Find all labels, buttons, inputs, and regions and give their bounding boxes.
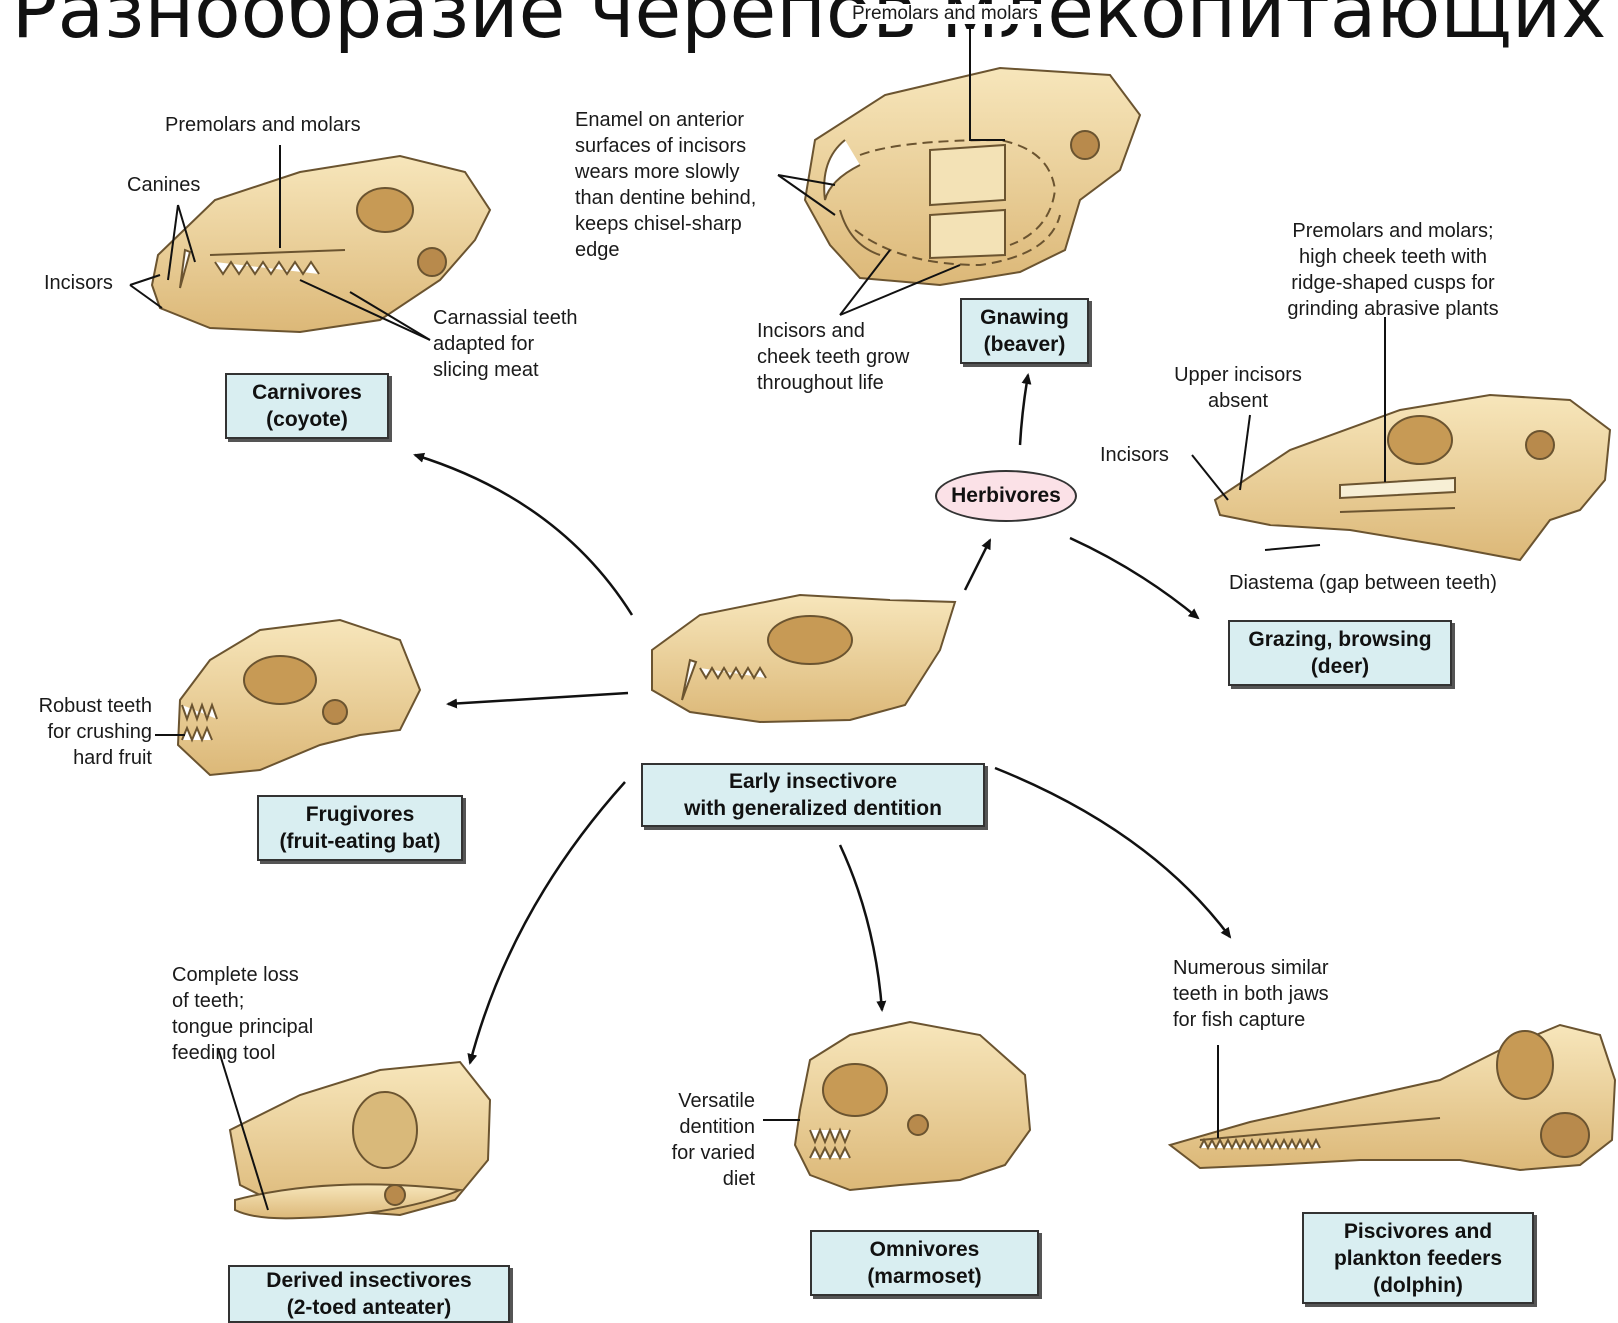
arrow-to-grazing: [1070, 538, 1198, 618]
node-omnivores: Omnivores (marmoset): [810, 1230, 1039, 1296]
label-bat-teeth: Robust teeth for crushing hard fruit: [10, 693, 152, 771]
node-piscivores: Piscivores and plankton feeders (dolphin…: [1302, 1212, 1534, 1304]
label-dolphin-teeth: Numerous similar teeth in both jaws for …: [1173, 955, 1329, 1033]
anteater-skull: [230, 1062, 490, 1218]
node-grazing: Grazing, browsing (deer): [1228, 620, 1452, 686]
label-beaver-grow: Incisors and cheek teeth grow throughout…: [757, 318, 909, 396]
label-beaver-enamel: Enamel on anterior surfaces of incisors …: [575, 107, 756, 263]
node-center: Early insectivore with generalized denti…: [641, 763, 985, 827]
node-carnivores: Carnivores (coyote): [225, 373, 389, 439]
label-coyote-carnassial: Carnassial teeth adapted for slicing mea…: [433, 305, 578, 383]
arrow-to-omnivores: [840, 845, 882, 1010]
dolphin-skull: [1170, 1025, 1615, 1170]
node-derived-insectivores: Derived insectivores (2-toed anteater): [228, 1265, 510, 1323]
label-anteater-teeth: Complete loss of teeth; tongue principal…: [172, 962, 313, 1066]
label-deer-diastema: Diastema (gap between teeth): [1229, 570, 1497, 596]
label-coyote-incisors: Incisors: [44, 270, 113, 296]
deer-skull: [1215, 395, 1610, 560]
arrow-to-carnivores: [415, 455, 632, 615]
arrow-to-frugivores: [448, 693, 628, 704]
node-frugivores: Frugivores (fruit-eating bat): [257, 795, 463, 861]
arrow-to-herbivores: [965, 540, 990, 590]
label-deer-incisors: Incisors: [1100, 442, 1169, 468]
beaver-skull: [805, 68, 1140, 285]
node-herbivores: Herbivores: [935, 470, 1077, 522]
arrow-to-derived-insectivores: [470, 782, 625, 1063]
arrow-to-gnawing: [1020, 375, 1028, 445]
label-marmoset-teeth: Versatile dentition for varied diet: [640, 1088, 755, 1192]
label-coyote-canines: Canines: [127, 172, 200, 198]
label-coyote-premolars: Premolars and molars: [165, 112, 361, 138]
marmoset-skull: [795, 1022, 1030, 1190]
label-deer-upper-incisors: Upper incisors absent: [1163, 362, 1313, 414]
label-deer-premolars: Premolars and molars; high cheek teeth w…: [1258, 218, 1528, 322]
label-beaver-premolars: Premolars and molars: [848, 4, 1042, 24]
bat-skull: [178, 620, 420, 775]
node-gnawing: Gnawing (beaver): [960, 298, 1089, 364]
insectivore-skull: [652, 595, 955, 722]
arrow-to-piscivores: [995, 768, 1230, 937]
